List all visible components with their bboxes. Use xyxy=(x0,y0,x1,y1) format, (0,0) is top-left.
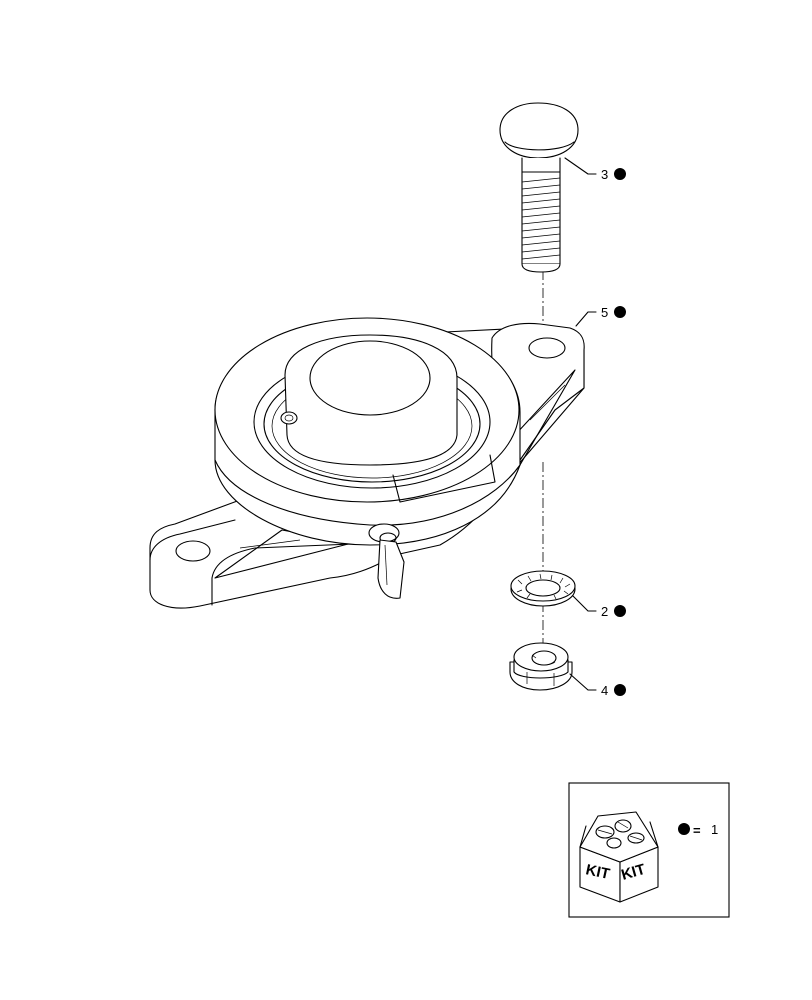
kit-dot-icon xyxy=(614,684,626,696)
kit-dot-icon xyxy=(614,605,626,617)
callout-label-bearing: 5 xyxy=(601,305,608,320)
flange-nut xyxy=(510,643,572,690)
callout-nut: 4 xyxy=(570,674,626,698)
kit-dot-icon xyxy=(614,168,626,180)
legend-kit-number: 1 xyxy=(711,822,718,837)
callout-washer: 2 xyxy=(573,596,626,619)
carriage-bolt xyxy=(500,103,578,272)
kit-dot-icon xyxy=(678,823,690,835)
callout-label-bolt: 3 xyxy=(601,167,608,182)
kit-dot-icon xyxy=(614,306,626,318)
callout-bolt: 3 xyxy=(565,158,626,182)
callout-label-nut: 4 xyxy=(601,683,608,698)
lock-washer xyxy=(511,571,575,606)
flange-bearing xyxy=(150,318,584,608)
callout-bearing: 5 xyxy=(576,305,626,326)
kit-legend: KIT KIT = 1 xyxy=(569,783,729,917)
callout-label-washer: 2 xyxy=(601,604,608,619)
legend-equals: = xyxy=(693,823,701,838)
